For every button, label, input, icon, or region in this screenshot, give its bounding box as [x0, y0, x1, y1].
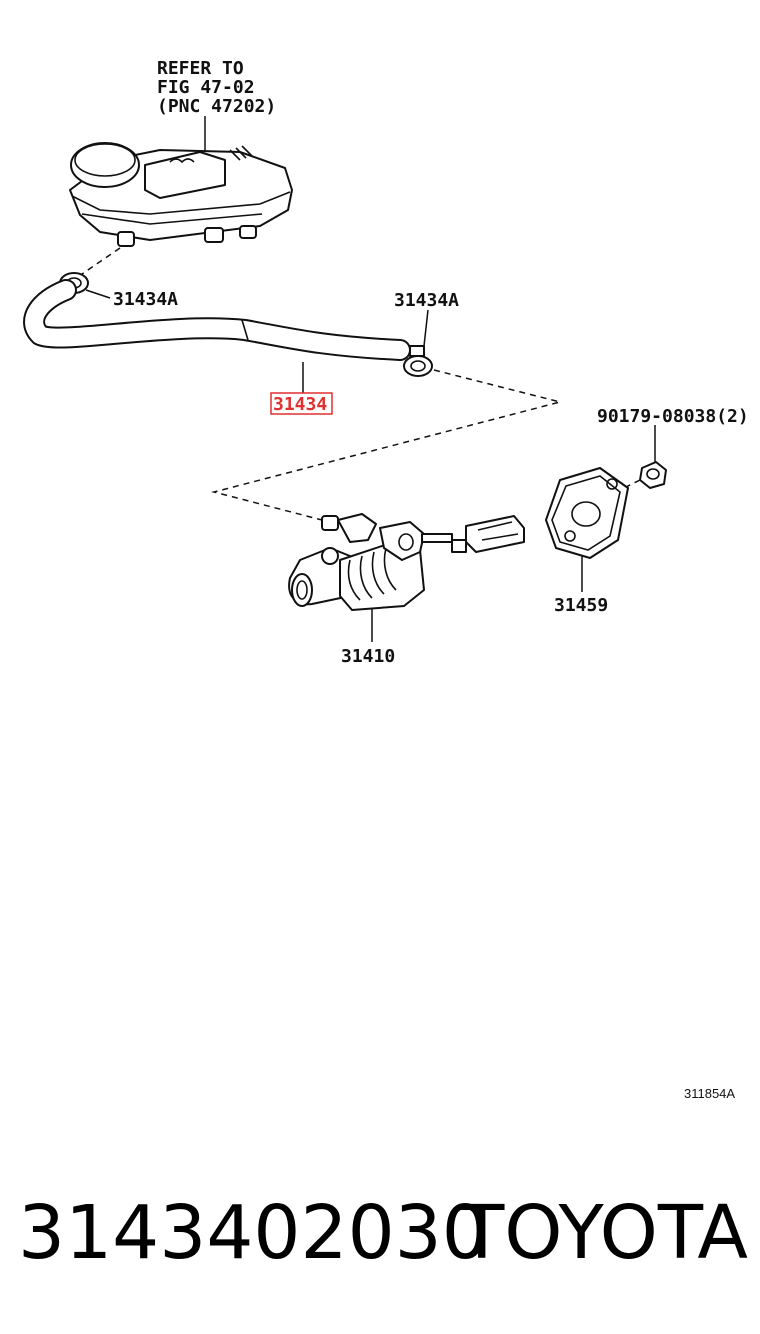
reference-note-line-2: FIG 47-02 [157, 77, 255, 98]
hose-label-highlight [270, 392, 333, 415]
label-clamp-reservoir: 31434A [113, 289, 178, 310]
hose-bend-mark [241, 319, 249, 341]
footer: 3143402030 TOYOTA [18, 1188, 748, 1278]
drawing-code: 311854A [684, 1086, 735, 1101]
nut [639, 461, 667, 489]
gasket [545, 467, 629, 559]
part-number: 3143402030 [18, 1190, 489, 1276]
label-nut: 90179-08038(2) [597, 406, 749, 427]
dash-hose-to-cylinder [211, 369, 561, 521]
label-clamp-cylinder: 31434A [394, 290, 459, 311]
reference-note-line-1: REFER TO [157, 58, 244, 79]
label-gasket: 31459 [554, 595, 608, 616]
label-master-cylinder: 31410 [341, 646, 395, 667]
reference-note-line-3: (PNC 47202) [157, 96, 276, 117]
clamp-lower [403, 345, 433, 377]
reservoir-tank [69, 142, 293, 247]
leader-clamp-upper [85, 289, 111, 299]
label-hose[interactable]: 31434 [273, 394, 327, 415]
dash-nut [619, 479, 641, 491]
master-cylinder [288, 513, 525, 611]
brand-name: TOYOTA [459, 1190, 748, 1276]
leader-clamp-lower [423, 309, 429, 347]
dash-reservoir-to-clamp [81, 247, 121, 275]
hose-fill [25, 281, 409, 359]
